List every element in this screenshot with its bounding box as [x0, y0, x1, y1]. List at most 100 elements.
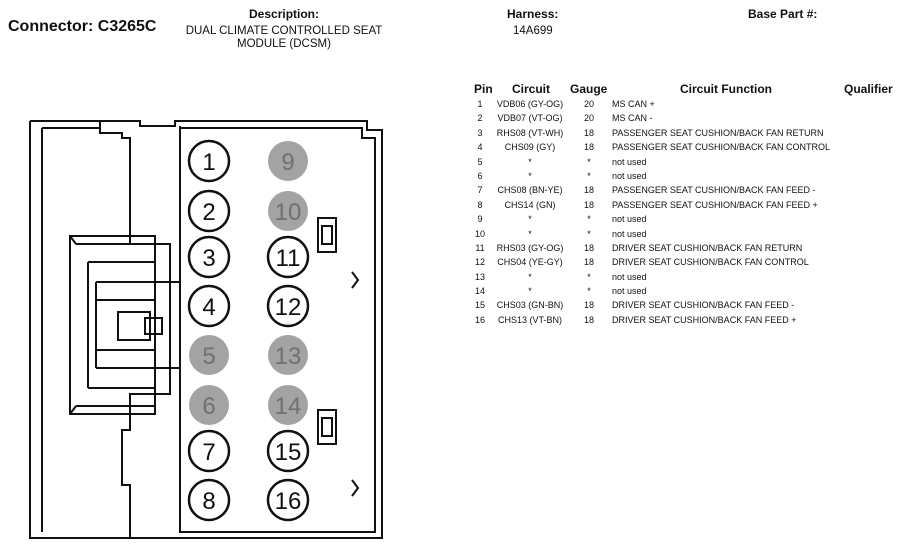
cell-function: not used: [612, 286, 647, 297]
cell-circuit: *: [528, 271, 532, 282]
harness-label: Harness:: [507, 7, 559, 21]
cell-function: not used: [612, 170, 647, 181]
pin-label: 9: [281, 149, 294, 176]
pin-label: 8: [202, 488, 215, 515]
table-row: 7 CHS08 (BN-YE) 18 PASSENGER SEAT CUSHIO…: [470, 183, 890, 197]
cell-circuit: CHS14 (GN): [504, 199, 556, 210]
cell-function: PASSENGER SEAT CUSHION/BACK FAN RETURN: [612, 127, 824, 138]
cell-gauge: *: [587, 214, 591, 225]
cell-circuit: CHS03 (GN-BN): [496, 300, 564, 311]
connector-pin: 15: [266, 429, 310, 473]
pin-circle: [268, 141, 308, 181]
cell-gauge: *: [587, 286, 591, 297]
pin-label: 4: [202, 294, 215, 321]
connector-pin: 7: [187, 429, 231, 473]
cell-gauge: 18: [583, 199, 594, 210]
connector-pin: 11: [266, 235, 310, 279]
col-header-function: Circuit Function: [680, 82, 772, 96]
cell-function: not used: [612, 228, 647, 239]
cell-pin: 15: [474, 300, 485, 311]
connector-housing: [29, 120, 383, 539]
cell-pin: 12: [474, 257, 485, 268]
cell-gauge: 18: [583, 127, 594, 138]
cell-pin: 8: [477, 199, 483, 210]
pin-label: 1: [202, 149, 215, 176]
cell-pin: 7: [477, 185, 483, 196]
table-row: 9 * * not used: [470, 212, 890, 226]
connector-title: Connector: C3265C: [8, 18, 156, 36]
cell-circuit: *: [528, 156, 532, 167]
table-row: 14 * * not used: [470, 284, 890, 298]
connector-pin: 12: [266, 284, 310, 328]
table-row: 11 RHS03 (GY-OG) 18 DRIVER SEAT CUSHION/…: [470, 241, 890, 255]
description-line-2: MODULE (DCSM): [237, 38, 331, 50]
cell-gauge: 18: [583, 142, 594, 153]
cell-circuit: RHS08 (VT-WH): [496, 127, 564, 138]
pin-label: 5: [202, 343, 215, 370]
cell-gauge: *: [587, 228, 591, 239]
cell-pin: 4: [477, 142, 483, 153]
connector-pin: 1: [187, 139, 231, 183]
cell-gauge: 18: [583, 242, 594, 253]
pin-circle: [189, 335, 229, 375]
col-header-pin: Pin: [474, 82, 493, 96]
cell-pin: 5: [477, 156, 483, 167]
description-label: Description:: [249, 7, 320, 21]
pin-circle: [268, 191, 308, 231]
connector-id: C3265C: [97, 18, 157, 35]
pin-circle: [187, 189, 231, 233]
connector-pin: 5: [189, 335, 229, 375]
table-row: 8 CHS14 (GN) 18 PASSENGER SEAT CUSHION/B…: [470, 198, 890, 212]
col-header-qualifier: Qualifier: [844, 82, 893, 96]
cell-circuit: *: [528, 228, 532, 239]
connector-pin: 13: [268, 335, 308, 375]
cell-function: DRIVER SEAT CUSHION/BACK FAN CONTROL: [612, 257, 809, 268]
col-header-gauge: Gauge: [570, 82, 608, 96]
cell-pin: 2: [477, 113, 483, 124]
pin-circle: [189, 385, 229, 425]
pin-label: 11: [276, 245, 301, 272]
col-header-circuit: Circuit: [512, 82, 551, 96]
table-row: 5 * * not used: [470, 155, 890, 169]
table-row: 3 RHS08 (VT-WH) 18 PASSENGER SEAT CUSHIO…: [470, 126, 890, 140]
cell-circuit: *: [528, 286, 532, 297]
description-value: DUAL CLIMATE CONTROLLED SEAT MODULE (DCS…: [170, 25, 398, 51]
cell-function: MS CAN +: [612, 99, 655, 109]
cell-gauge: 18: [583, 185, 594, 196]
pin-circle: [268, 385, 308, 425]
connector-pin: 4: [187, 284, 231, 328]
cell-function: not used: [612, 156, 647, 167]
pin-circle: [266, 478, 310, 522]
pin-circle: [187, 429, 231, 473]
table-row: 2 VDB07 (VT-OG) 20 MS CAN -: [470, 111, 890, 125]
table-row: 1 VDB06 (GY-OG) 20 MS CAN +: [470, 97, 890, 111]
pin-label: 14: [275, 393, 302, 420]
harness-value: 14A699: [513, 25, 553, 37]
connector-pin: 6: [189, 385, 229, 425]
table-row: 13 * * not used: [470, 270, 890, 284]
pin-circle: [266, 235, 310, 279]
cell-pin: 13: [474, 271, 485, 282]
cell-pin: 14: [474, 286, 485, 297]
connector-pin: 14: [268, 385, 308, 425]
cell-gauge: 20: [583, 113, 594, 124]
cell-circuit: CHS09 (GY): [504, 142, 556, 153]
table-row: 4 CHS09 (GY) 18 PASSENGER SEAT CUSHION/B…: [470, 140, 890, 154]
connector-label: Connector:: [8, 18, 94, 35]
cell-pin: 6: [477, 170, 483, 181]
pin-circle: [187, 284, 231, 328]
cell-circuit: CHS13 (VT-BN): [497, 314, 562, 325]
cell-gauge: *: [587, 170, 591, 181]
cell-circuit: CHS04 (YE-GY): [497, 257, 563, 268]
pinout-table-body: 1 VDB06 (GY-OG) 20 MS CAN + 2 VDB07 (VT-…: [470, 97, 890, 327]
table-row: 6 * * not used: [470, 169, 890, 183]
pin-label: 10: [275, 199, 302, 226]
connector-diagram: 1 2 3 4 5 6 7 8: [29, 120, 383, 539]
table-row: 10 * * not used: [470, 227, 890, 241]
connector-pin: 3: [187, 235, 231, 279]
pin-label: 6: [202, 393, 215, 420]
cell-pin: 10: [474, 228, 485, 239]
cell-circuit: *: [528, 170, 532, 181]
pin-circle: [187, 478, 231, 522]
pin-circle: [187, 235, 231, 279]
